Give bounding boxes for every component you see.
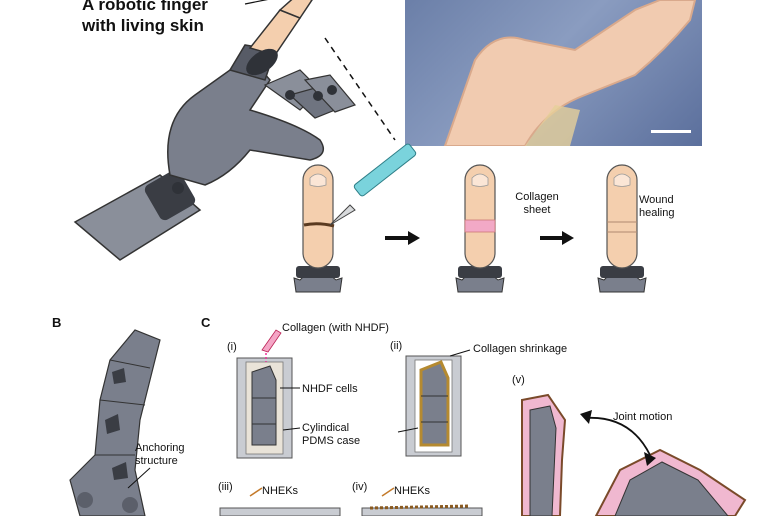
pdms-case-label: Cylindical PDMS case	[302, 422, 361, 447]
step-iii-label: (iii)	[218, 481, 233, 493]
arrow-icon	[540, 231, 574, 245]
panel-c-letter: C	[201, 315, 211, 330]
wound-healing-label: Wound healing	[639, 194, 675, 219]
scale-bar	[651, 130, 691, 133]
mold-i	[236, 329, 301, 459]
robot-skeleton	[69, 329, 161, 516]
robotic-hand	[73, 0, 357, 261]
mold-ii	[397, 349, 471, 457]
scalpel-icon	[329, 143, 417, 226]
step-iv-label: (iv)	[352, 481, 368, 493]
collagen-shrinkage-label: Collagen shrinkage	[473, 343, 568, 355]
figure-title: A robotic finger with living skin	[82, 0, 208, 36]
finger-photo-drawing	[443, 0, 697, 146]
step-v-label: (v)	[512, 374, 525, 386]
finger-collagen	[455, 164, 505, 293]
arrowhead-icon	[580, 410, 592, 424]
leader-line	[244, 0, 269, 5]
finger-wounded	[293, 164, 343, 293]
step-i-label: (i)	[227, 341, 237, 353]
mold-iii	[219, 487, 341, 516]
nheks-label-1: NHEKs	[262, 485, 299, 497]
collagen-nhdf-label: Collagen (with NHDF)	[282, 322, 389, 334]
nhdf-cells-label: NHDF cells	[302, 383, 358, 395]
title-line-2: with living skin	[82, 16, 204, 35]
collagen-sheet-label: Collagen sheet	[515, 191, 559, 216]
anchoring-structure-label: Anchoring structure	[135, 442, 185, 467]
arrow-icon	[385, 231, 420, 245]
finger-healed	[597, 164, 647, 293]
arrowhead-icon	[644, 452, 656, 466]
nheks-label-2: NHEKs	[394, 485, 431, 497]
panel-b-letter: B	[52, 315, 62, 330]
mold-iv	[361, 487, 483, 516]
finger-photo	[405, 0, 702, 146]
step-ii-label: (ii)	[390, 340, 403, 352]
title-line-1: A robotic finger	[82, 0, 208, 14]
dashed-leader	[324, 37, 396, 141]
skin-finger-v	[521, 393, 747, 516]
joint-motion-label: Joint motion	[613, 411, 673, 423]
